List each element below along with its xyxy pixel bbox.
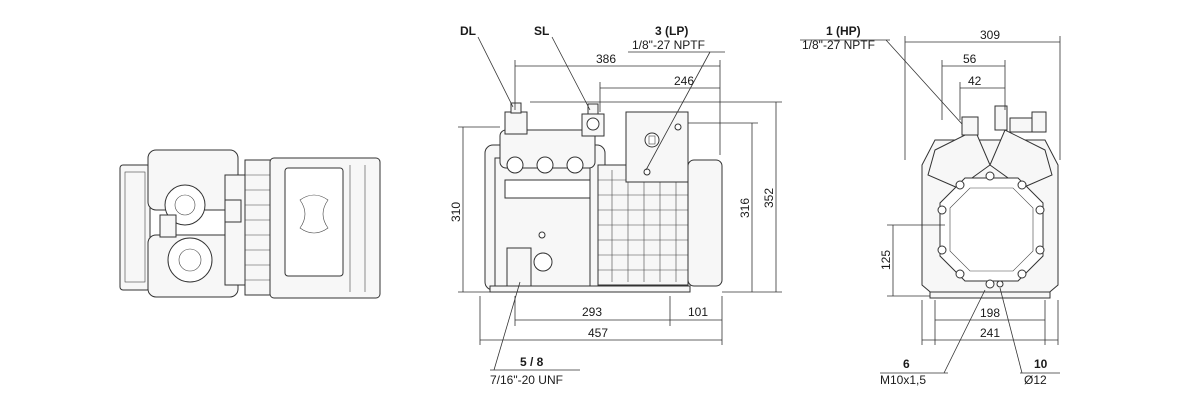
dim-42: 42 (968, 74, 982, 88)
dim-316: 316 (738, 198, 752, 218)
label-foot-number: 5 / 8 (520, 355, 544, 369)
label-hp-number: 1 (HP) (826, 24, 861, 38)
dim-386: 386 (596, 52, 616, 66)
label-sl: SL (534, 24, 549, 38)
label-bolt-number: 6 (903, 357, 910, 371)
dimension-lines (458, 36, 1061, 345)
label-dl: DL (460, 24, 476, 38)
end-view-compressor (921, 105, 1059, 299)
dim-101: 101 (688, 305, 708, 319)
dim-457: 457 (588, 326, 608, 340)
dim-352: 352 (762, 188, 776, 208)
dim-241: 241 (980, 326, 1000, 340)
dim-246: 246 (674, 74, 694, 88)
label-lp-number: 3 (LP) (655, 24, 688, 38)
labels: DL SL 3 (LP) 1/8"-27 NPTF 1 (HP) 1/8"-27… (460, 24, 1048, 387)
label-hole-diameter: Ø12 (1024, 373, 1047, 387)
dim-125: 125 (879, 250, 893, 270)
label-hp-thread: 1/8"-27 NPTF (802, 38, 875, 52)
dim-310: 310 (449, 202, 463, 222)
label-hole-number: 10 (1034, 357, 1048, 371)
label-foot-thread: 7/16"-20 UNF (490, 373, 563, 387)
dim-56: 56 (963, 52, 977, 66)
dimension-values: 386 246 310 316 352 293 101 457 309 56 4… (449, 28, 1000, 340)
label-lp-thread: 1/8"-27 NPTF (632, 38, 705, 52)
label-bolt-thread: M10x1,5 (880, 373, 926, 387)
dim-293: 293 (582, 305, 602, 319)
leader-lines (477, 36, 1060, 374)
dim-198: 198 (980, 306, 1000, 320)
side-view-compressor (484, 102, 723, 293)
dim-309: 309 (980, 28, 1000, 42)
top-view-compressor (119, 149, 381, 299)
